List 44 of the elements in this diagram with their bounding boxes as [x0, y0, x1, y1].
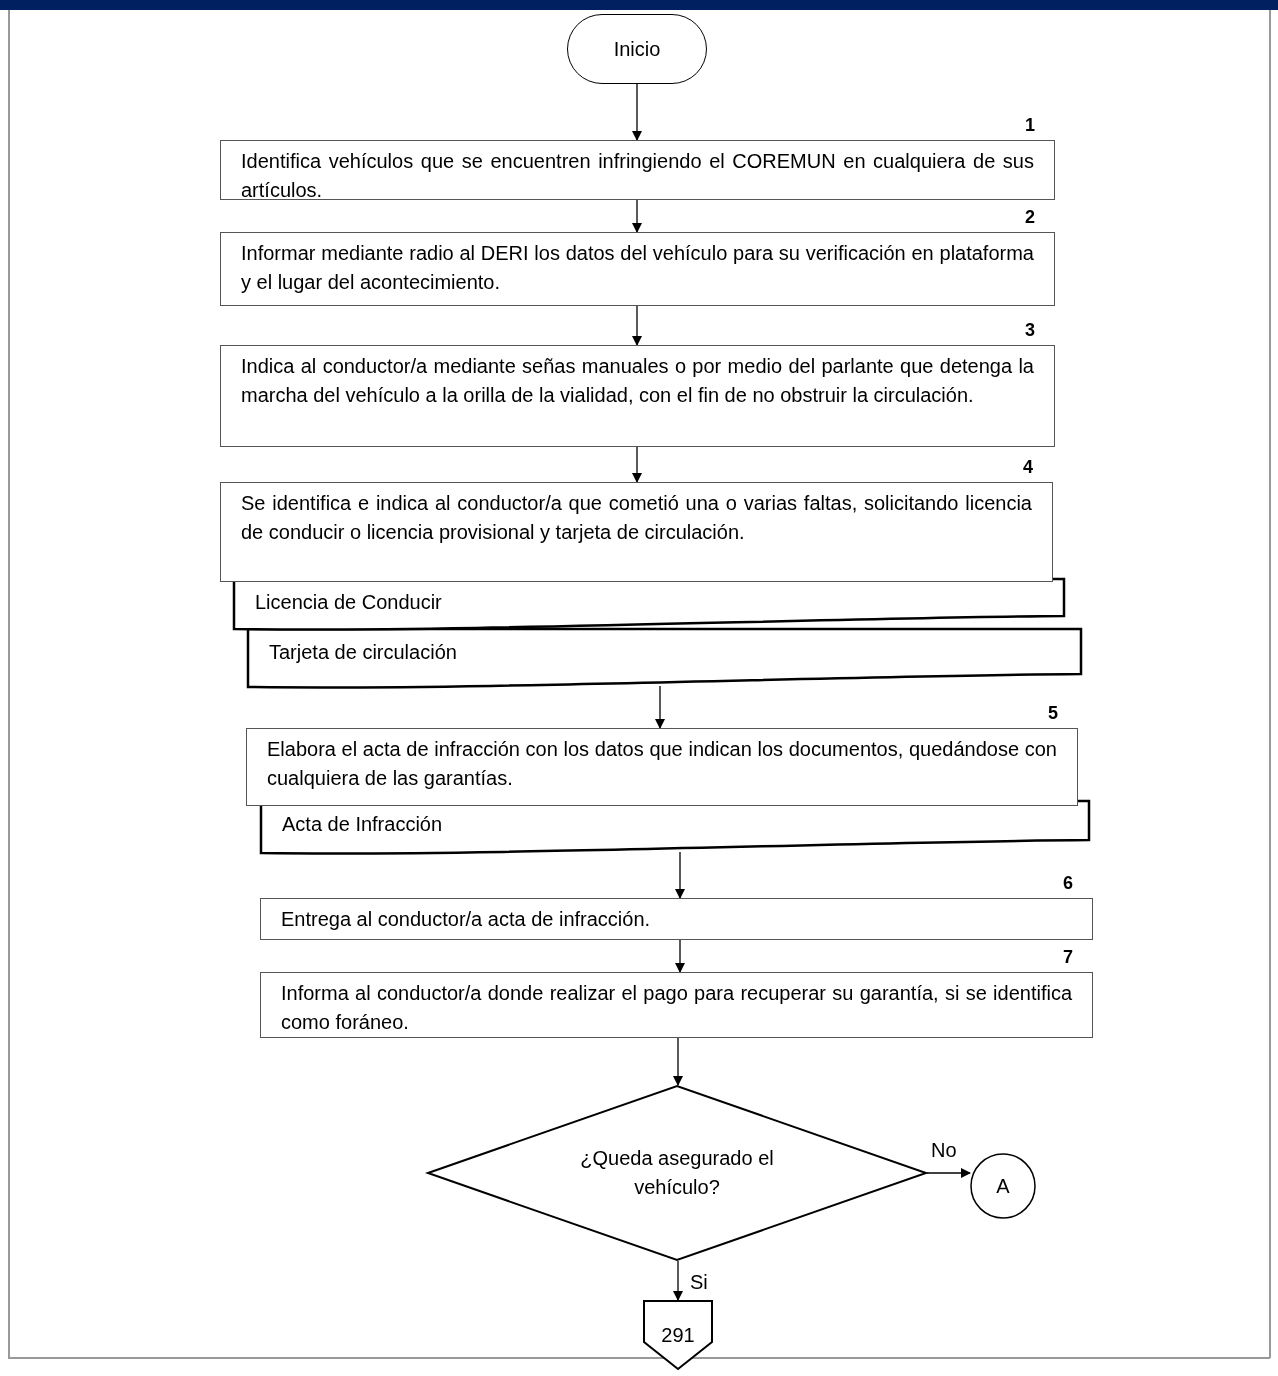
- process-box: [220, 345, 1055, 447]
- arrow: [655, 685, 665, 729]
- step-number: 3: [1025, 320, 1035, 341]
- connector-label: A: [996, 1173, 1010, 1199]
- arrow: [926, 1168, 971, 1178]
- step-text: Informar mediante radio al DERI los datos del vehículo para su verificación en plataforma y el lugar del acontecimiento.: [241, 241, 1034, 295]
- process-box: [246, 728, 1078, 806]
- step-text: Entrega al conductor/a acta de infracción.: [281, 907, 652, 932]
- step-number: 7: [1063, 947, 1073, 968]
- arrow: [632, 83, 642, 141]
- process-box: [220, 140, 1055, 200]
- step-number: 1: [1025, 115, 1035, 136]
- process-box: [260, 972, 1093, 1038]
- process-box: [220, 482, 1053, 582]
- step-text: Informa al conductor/a donde realizar el pago para recuperar su garantía, si se identifica como foráneo.: [281, 981, 1072, 1035]
- step-text: Se identifica e indica al conductor/a que cometió una o varias faltas, solicitando licencia de conducir o licencia provisional y tarjeta de circulación.: [241, 491, 1032, 545]
- off-page-connector: [643, 1300, 713, 1370]
- arrow: [673, 1037, 683, 1086]
- document-label: Licencia de Conducir: [254, 590, 443, 615]
- arrow: [632, 446, 642, 483]
- process-box: [260, 898, 1093, 940]
- arrow: [675, 851, 685, 899]
- step-text: Indica al conductor/a mediante señas manuales o por medio del parlante que detenga la marcha del vehículo a la orilla de la vialidad, con el fin de no obstruir la circulación.: [241, 354, 1034, 408]
- step-number: 2: [1025, 207, 1035, 228]
- connector-circle: [970, 1153, 1036, 1219]
- arrow: [632, 305, 642, 346]
- process-box: [220, 232, 1055, 306]
- document-shape: [247, 628, 1082, 690]
- connector-label: 291: [661, 1322, 695, 1348]
- step-text: Identifica vehículos que se encuentren infringiendo el COREMUN en cualquiera de sus artículos.: [241, 149, 1034, 203]
- arrow: [675, 939, 685, 973]
- terminator: [567, 14, 707, 84]
- decision-diamond: [427, 1085, 927, 1261]
- document-label: Acta de Infracción: [281, 812, 444, 837]
- decision-text: ¿Queda asegurado el vehículo?: [579, 1146, 775, 1200]
- terminator-label: Inicio: [613, 36, 661, 62]
- step-text: Elabora el acta de infracción con los datos que indican los documentos, quedándose con cualquiera de las garantías.: [267, 737, 1057, 791]
- document-label: Tarjeta de circulación: [268, 640, 458, 665]
- document-shape: [233, 578, 1065, 632]
- arrow: [673, 1260, 683, 1301]
- arrow: [632, 199, 642, 233]
- step-number: 4: [1023, 457, 1033, 478]
- step-number: 5: [1048, 703, 1058, 724]
- step-number: 6: [1063, 873, 1073, 894]
